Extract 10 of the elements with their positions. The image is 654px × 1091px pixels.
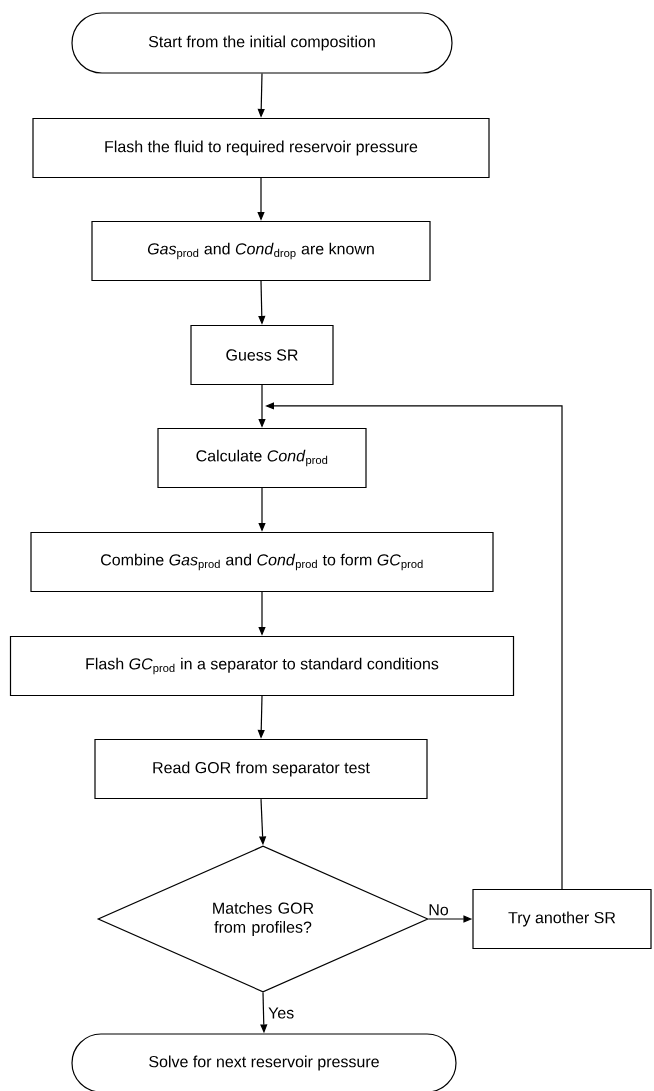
process-box: Flash GC$_{prod}$ in a separator to standard conditions [9,635,515,697]
process-box: Read GOR from separator test [94,738,428,800]
process-box: Flash the fluid to required reservoir pressure [32,117,490,179]
process-box: Guess SR [190,324,334,386]
edge-label: Yes [268,1007,294,1019]
process-box: Gas$_{prod}$ and Cond$_{drop}$ are known [91,220,431,282]
process-box: Combine Gas$_{prod}$ and Cond$_{prod}$ to form GC$_{prod}$ [30,531,494,593]
process-box: Calculate Cond$_{prod}$ [157,427,367,489]
edge-label: No [429,904,449,916]
process-box: Try another SR [472,888,652,950]
